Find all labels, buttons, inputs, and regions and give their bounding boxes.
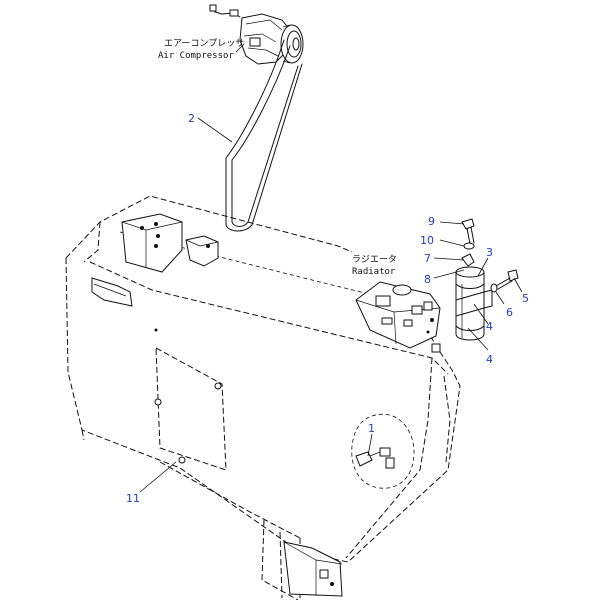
component-labels: エアーコンプレッサ Air Compressor ラジエータ Radiator: [158, 38, 397, 277]
air-compressor: [209, 4, 304, 65]
callout-6: 6: [506, 306, 513, 319]
callout-numbers: 1 2 3 4 4 5 6 7 8 9 10 11: [126, 112, 529, 505]
callout-4a: 4: [486, 320, 493, 333]
air-compressor-label-en: Air Compressor: [158, 51, 234, 61]
top-brackets: [91, 213, 219, 307]
callout-3: 3: [486, 246, 493, 259]
callout-5: 5: [522, 292, 529, 305]
receiver-dryer-assembly: [455, 218, 519, 341]
callout-9: 9: [428, 215, 435, 228]
side-access-panel: [154, 328, 227, 471]
radiator-label-jp: ラジエータ: [352, 254, 397, 265]
lower-bracket: [283, 541, 343, 597]
callout-2: 2: [188, 112, 195, 125]
air-compressor-label-jp: エアーコンプレッサ: [164, 38, 244, 49]
v-belt: [225, 39, 303, 232]
callout-4b: 4: [486, 353, 493, 366]
callout-10: 10: [420, 234, 434, 247]
callout-8: 8: [424, 273, 431, 286]
callout-7: 7: [424, 252, 431, 265]
callout-1: 1: [368, 422, 375, 435]
detail-circle: [351, 413, 415, 489]
radiator-label-en: Radiator: [352, 267, 396, 277]
callout-11: 11: [126, 492, 140, 505]
leader-lines: [139, 43, 523, 493]
radiator: [355, 281, 441, 353]
